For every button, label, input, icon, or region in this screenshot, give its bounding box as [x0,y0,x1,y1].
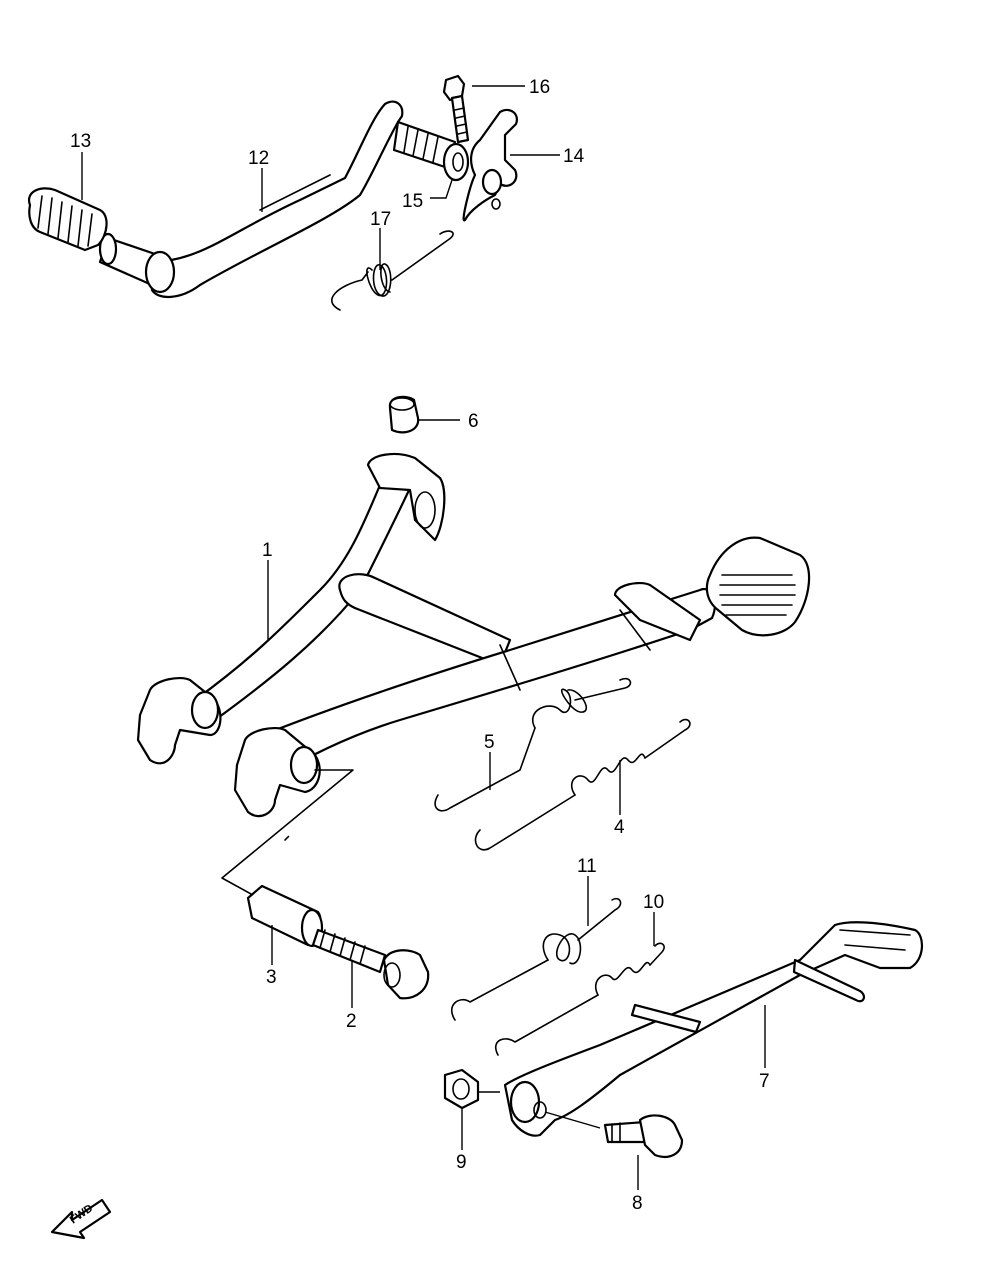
callouts: 13 12 16 14 15 17 6 1 5 4 11 10 3 2 7 9 … [70,77,770,1214]
assembly-guide-lines [221,769,354,901]
callout-11: 11 [577,856,597,877]
fwd-arrow-icon: FWD [50,1198,112,1240]
brake-pedal-arm [98,100,457,298]
bolt [442,74,470,144]
pivot-bolt [311,928,430,1000]
callout-5: 5 [484,732,495,753]
callout-8: 8 [632,1193,643,1214]
collar [246,884,324,948]
callout-4: 4 [614,817,625,838]
callout-6: 6 [468,411,479,432]
center-stand-spring-outer [474,718,691,851]
callout-17: 17 [370,209,391,230]
callout-15: 15 [402,191,423,212]
callout-12: 12 [248,148,269,169]
leader-lines [81,85,766,1190]
callout-10: 10 [643,892,664,913]
stopper-rubber [388,395,420,434]
callout-3: 3 [266,967,277,988]
callout-1: 1 [262,540,273,561]
center-stand [136,452,811,818]
center-stand-spring-inner [434,677,632,812]
callout-7: 7 [759,1071,770,1092]
callout-14: 14 [563,146,585,167]
callout-2: 2 [346,1011,357,1032]
callout-9: 9 [456,1152,467,1173]
callout-16: 16 [529,77,550,98]
side-stand [503,921,923,1137]
washer [442,142,470,182]
side-stand-spring-inner [495,942,665,1056]
nut [443,1068,480,1110]
return-spring-upper [331,230,454,311]
side-stand-bolt [603,1114,684,1158]
brake-pedal-rubber [27,187,108,252]
callout-13: 13 [70,131,91,152]
brake-lever-arm [462,108,518,222]
side-stand-spring-outer [450,897,622,1021]
